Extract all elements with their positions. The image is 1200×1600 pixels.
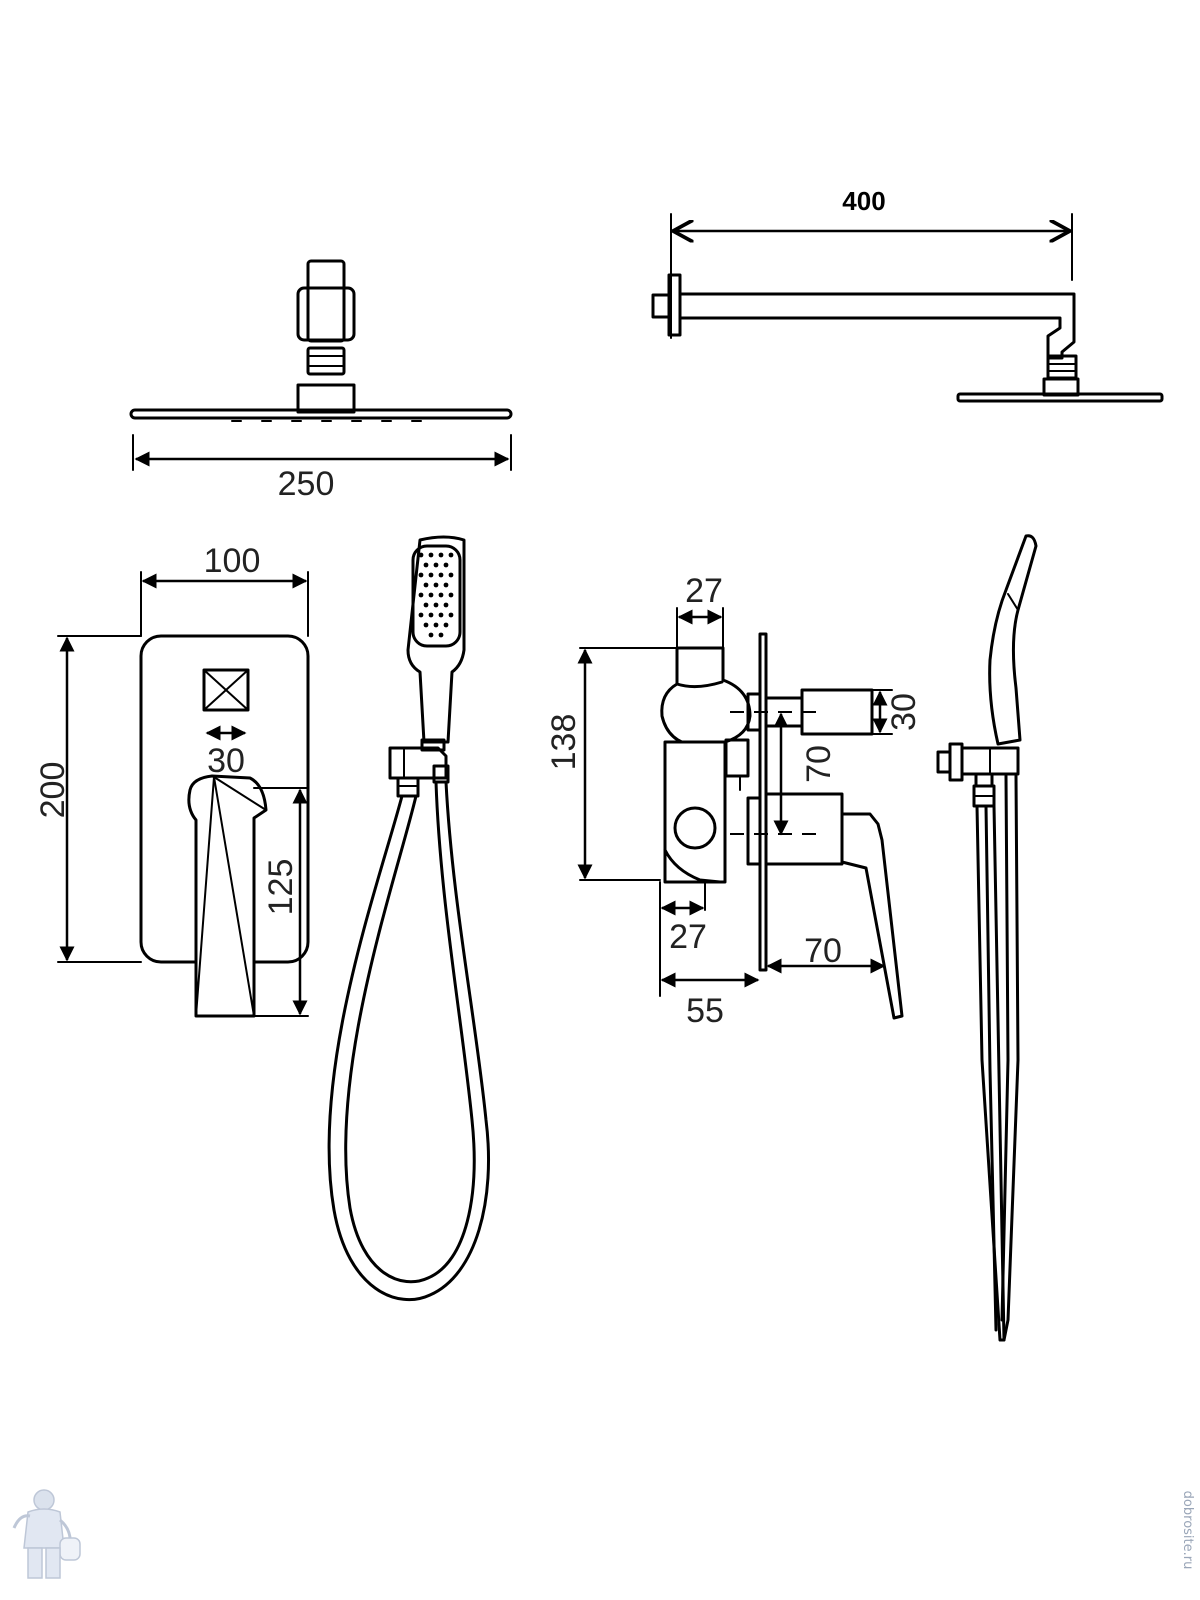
shower-arm-side-view: 400	[651, 186, 1164, 403]
mixer-lever	[187, 774, 268, 1018]
dim-shower-arm-length: 400	[842, 186, 885, 216]
shower-head-front-view: 250	[129, 259, 513, 503]
watermark-site-text: dobrosite.ru	[1180, 1491, 1195, 1570]
dim-plate-height: 200	[34, 762, 72, 819]
spray-face-dots	[418, 552, 454, 638]
dim-mixer-top-width: 27	[685, 572, 723, 610]
dim-plate-width: 100	[204, 542, 261, 580]
dim-mixer-depth: 55	[686, 992, 724, 1030]
dim-mixer-bottom-width: 27	[669, 918, 707, 956]
dim-outlet-height: 30	[885, 693, 923, 731]
dim-outlet-spacing: 70	[800, 745, 838, 783]
dim-mixer-height: 138	[545, 714, 583, 771]
mixer-body-side-view: 27 138 30 70 27 55 70	[545, 572, 923, 1030]
diverter-knob	[202, 668, 250, 712]
dim-lever-projection: 70	[804, 932, 842, 970]
dim-knob-width: 30	[207, 742, 245, 780]
dim-lever-height: 125	[262, 859, 300, 916]
hand-shower-side-view	[936, 534, 1038, 1342]
plumber-mascot-icon	[12, 1489, 81, 1579]
hand-shower-front-view	[327, 535, 490, 1302]
dim-shower-head-width: 250	[278, 465, 335, 503]
mixer-plate-front-view: 100 200 30 125	[34, 542, 310, 1018]
